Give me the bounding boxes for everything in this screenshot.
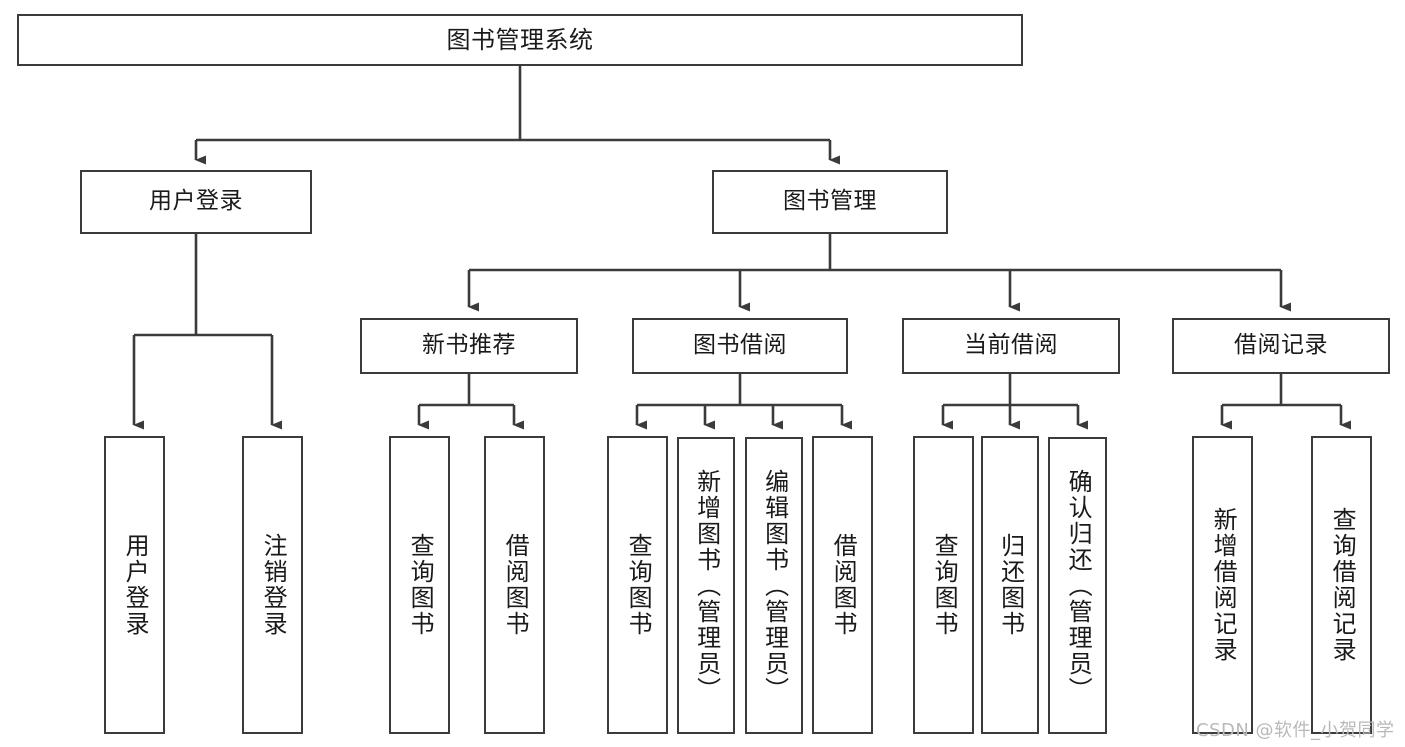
node-leaf-logout-login[interactable]: 注销登录 [242, 436, 303, 734]
node-borrow-record[interactable]: 借阅记录 [1172, 318, 1390, 374]
node-label: 查询图书 [406, 533, 435, 637]
node-label: 用户登录 [121, 533, 150, 637]
node-label: 借阅图书 [829, 533, 858, 637]
node-label: 借阅图书 [501, 533, 530, 637]
node-root-system[interactable]: 图书管理系统 [17, 14, 1023, 66]
node-label: 用户登录 [149, 188, 243, 215]
node-leaf-borrow-book-2[interactable]: 借阅图书 [812, 436, 873, 734]
node-label: 图书管理 [783, 188, 877, 215]
node-label: 当前借阅 [964, 332, 1058, 359]
node-leaf-add-borrow-record[interactable]: 新增借阅记录 [1192, 436, 1253, 734]
node-label: 图书管理系统 [446, 25, 594, 54]
node-leaf-confirm-return-admin[interactable]: 确认归还（管理员） [1048, 437, 1107, 734]
node-label: 注销登录 [259, 533, 288, 637]
node-label: 新增借阅记录 [1209, 507, 1238, 663]
node-label: 图书借阅 [693, 332, 787, 359]
node-label: 新增图书（管理员） [692, 468, 721, 703]
node-label: 新书推荐 [422, 332, 516, 359]
node-leaf-user-login[interactable]: 用户登录 [104, 436, 165, 734]
node-leaf-query-book-3[interactable]: 查询图书 [913, 436, 974, 734]
node-label: 查询借阅记录 [1328, 507, 1357, 663]
node-current-borrow[interactable]: 当前借阅 [902, 318, 1120, 374]
node-label: 查询图书 [930, 533, 959, 637]
node-label: 编辑图书（管理员） [760, 468, 789, 703]
node-leaf-query-borrow-record[interactable]: 查询借阅记录 [1311, 436, 1372, 734]
node-leaf-add-book-admin[interactable]: 新增图书（管理员） [677, 437, 735, 734]
node-leaf-edit-book-admin[interactable]: 编辑图书（管理员） [745, 437, 803, 734]
node-book-manage[interactable]: 图书管理 [712, 170, 948, 234]
node-new-book-recommend[interactable]: 新书推荐 [360, 318, 578, 374]
node-book-borrow[interactable]: 图书借阅 [632, 318, 848, 374]
csdn-watermark: CSDN @软件_小贺同学 [1196, 720, 1395, 741]
node-leaf-return-book[interactable]: 归还图书 [981, 436, 1039, 734]
node-leaf-query-book-1[interactable]: 查询图书 [389, 436, 450, 734]
node-label: 借阅记录 [1234, 332, 1328, 359]
node-leaf-query-book-2[interactable]: 查询图书 [607, 436, 668, 734]
node-label: 查询图书 [624, 533, 653, 637]
node-label: 归还图书 [996, 533, 1025, 637]
node-leaf-borrow-book-1[interactable]: 借阅图书 [484, 436, 545, 734]
node-label: 确认归还（管理员） [1064, 468, 1093, 703]
node-user-login[interactable]: 用户登录 [80, 170, 312, 234]
